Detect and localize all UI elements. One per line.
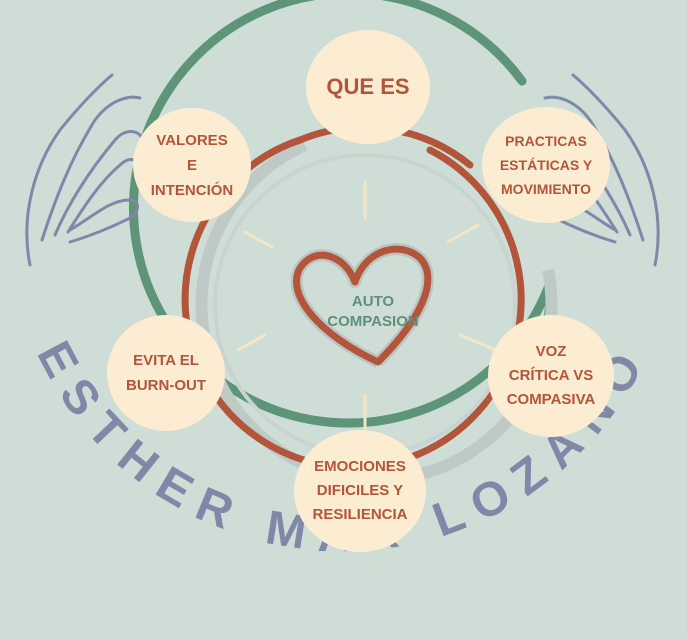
- left-hand-thumb: [68, 198, 139, 244]
- node-valores-line-1: VALORES: [156, 131, 228, 149]
- center-label-line-1: AUTO: [351, 293, 395, 310]
- center-label-line-2: COMPASION: [327, 313, 419, 330]
- node-emociones[interactable]: EMOCIONES DIFICILES Y RESILIENCIA: [294, 430, 426, 552]
- ray-top-left: [243, 230, 274, 249]
- node-que-es-label: QUE ES: [326, 74, 410, 99]
- node-emociones-line-1: EMOCIONES: [314, 458, 406, 475]
- ray-top-right: [446, 223, 480, 244]
- node-practicas-line-2: ESTÁTICAS Y: [499, 157, 593, 173]
- light-rays: [236, 180, 497, 432]
- node-que-es[interactable]: QUE ES: [306, 30, 430, 144]
- node-voz-critica[interactable]: VOZ CRÍTICA VS COMPASIVA: [488, 315, 614, 437]
- ray-right: [458, 333, 497, 352]
- node-valores-intencion[interactable]: VALORES E INTENCIÓN: [133, 108, 251, 222]
- node-evita-line-1: EVITA EL: [133, 352, 199, 369]
- node-practicas[interactable]: PRACTICAS ESTÁTICAS Y MOVIMIENTO: [482, 107, 610, 223]
- node-emociones-line-3: RESILIENCIA: [312, 506, 408, 523]
- node-practicas-line-3: MOVIMIENTO: [501, 181, 591, 197]
- left-hand-finger-1: [40, 95, 142, 242]
- node-voz-line-3: COMPASIVA: [506, 391, 596, 408]
- right-hand-outline: [571, 73, 660, 267]
- node-valores-line-3: INTENCIÓN: [150, 181, 234, 199]
- left-hand-finger-2: [53, 130, 144, 237]
- left-hand-outline: [25, 73, 114, 267]
- node-emociones-line-2: DIFICILES Y: [316, 482, 404, 499]
- ray-left: [236, 333, 267, 352]
- node-practicas-line-1: PRACTICAS: [505, 133, 587, 149]
- node-voz-line-1: VOZ: [535, 343, 567, 360]
- heart-icon: [293, 245, 432, 366]
- left-hand-finger-3: [66, 158, 140, 234]
- node-voz-line-2: CRÍTICA VS: [508, 367, 594, 384]
- inner-ring: [181, 123, 525, 471]
- node-valores-line-2: E: [186, 156, 197, 174]
- center-label: AUTO COMPASION: [318, 292, 428, 332]
- node-evita-burnout[interactable]: EVITA EL BURN-OUT: [107, 315, 225, 431]
- left-hand-icon: [25, 73, 144, 267]
- outer-ring: [129, 0, 555, 428]
- node-evita-line-2: BURN-OUT: [126, 377, 206, 394]
